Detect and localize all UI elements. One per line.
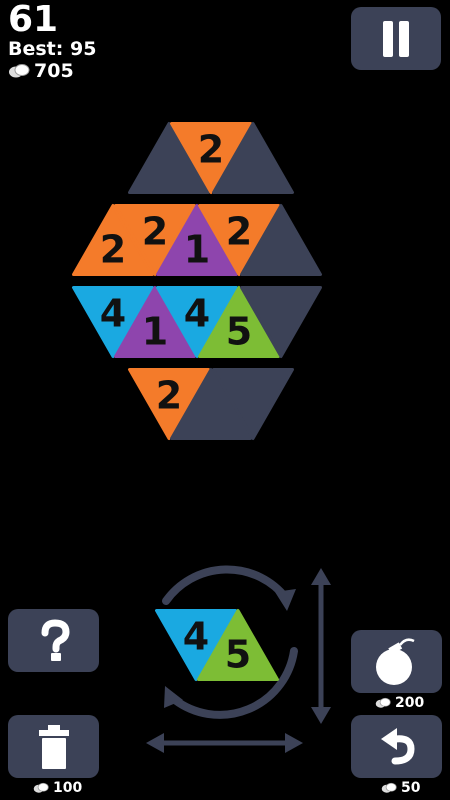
undo-cost-value: 50 (401, 780, 421, 796)
board-cell-value: 2 (198, 128, 224, 172)
board-triangle (198, 286, 280, 358)
coin-stack-icon (375, 697, 391, 708)
board-triangle (128, 122, 210, 194)
board-cell[interactable]: 1 (156, 204, 238, 276)
board-cell[interactable] (170, 368, 252, 440)
board-cell[interactable] (240, 204, 322, 276)
score: 61 (8, 0, 59, 40)
coin-stack-icon (381, 782, 397, 793)
undo-cost: 50 (381, 780, 420, 796)
board-triangle (156, 286, 238, 358)
board-cell[interactable]: 4 (156, 286, 238, 358)
undo-icon (380, 727, 415, 764)
coin-stack-icon (9, 64, 30, 78)
board-triangle (128, 368, 210, 440)
question-mark-icon (41, 618, 70, 661)
bomb-cost: 200 (375, 695, 424, 711)
bomb-icon (375, 637, 415, 685)
piece-triangle (197, 609, 279, 681)
board-triangle (170, 122, 252, 194)
board-triangle (240, 204, 322, 276)
board-triangle (72, 204, 154, 276)
board-cell-value: 4 (100, 292, 126, 336)
board-cell[interactable]: 2 (72, 204, 154, 276)
board-triangle (212, 122, 294, 194)
board-cell[interactable]: 2 (128, 368, 210, 440)
board-cell[interactable] (240, 286, 322, 358)
piece-value: 4 (183, 615, 209, 659)
vertical-arrow-icon (311, 568, 331, 724)
coin-count-value: 705 (34, 60, 74, 82)
coin-stack-icon (33, 782, 49, 793)
board-cell-value: 1 (184, 227, 210, 271)
pause-button[interactable] (351, 7, 441, 70)
board-cell[interactable]: 1 (114, 286, 196, 358)
board-cell[interactable]: 2 (198, 204, 280, 276)
board-cell[interactable]: 4 (72, 286, 154, 358)
coin-count: 705 (8, 60, 74, 82)
board-triangle (212, 368, 294, 440)
board-triangle (240, 286, 322, 358)
board-cell-value: 2 (142, 210, 168, 254)
board-triangle (114, 204, 196, 276)
bomb-button[interactable] (351, 630, 442, 693)
rotate-arrows-icon (162, 565, 298, 719)
piece-triangle (155, 609, 237, 681)
board-cell[interactable] (212, 368, 294, 440)
board-triangle (156, 204, 238, 276)
board-triangle (114, 286, 196, 358)
pause-icon (383, 20, 409, 57)
horizontal-arrow-icon (146, 733, 303, 753)
board-cell[interactable] (212, 122, 294, 194)
board-triangle (72, 286, 154, 358)
board-triangle (170, 368, 252, 440)
trash-cost-value: 100 (53, 780, 83, 796)
board-cell-value: 4 (184, 292, 210, 336)
board-cell-value: 1 (142, 309, 168, 353)
bomb-cost-value: 200 (395, 695, 425, 711)
board-cell-value: 2 (226, 210, 252, 254)
board-cell[interactable]: 2 (170, 122, 252, 194)
piece-value: 5 (225, 632, 251, 676)
board-triangle (198, 204, 280, 276)
best-score: Best: 95 (8, 38, 97, 60)
board-cell-value: 2 (156, 374, 182, 418)
board-cell[interactable] (128, 122, 210, 194)
trash-cost: 100 (33, 780, 82, 796)
board-cell-value: 5 (226, 309, 252, 353)
trash-button[interactable] (8, 715, 99, 778)
board-cell[interactable]: 5 (198, 286, 280, 358)
undo-button[interactable] (351, 715, 442, 778)
help-button[interactable] (8, 609, 99, 672)
board-cell-value: 2 (100, 227, 126, 271)
trash-can-icon (38, 724, 69, 769)
board-cell[interactable]: 2 (114, 204, 196, 276)
